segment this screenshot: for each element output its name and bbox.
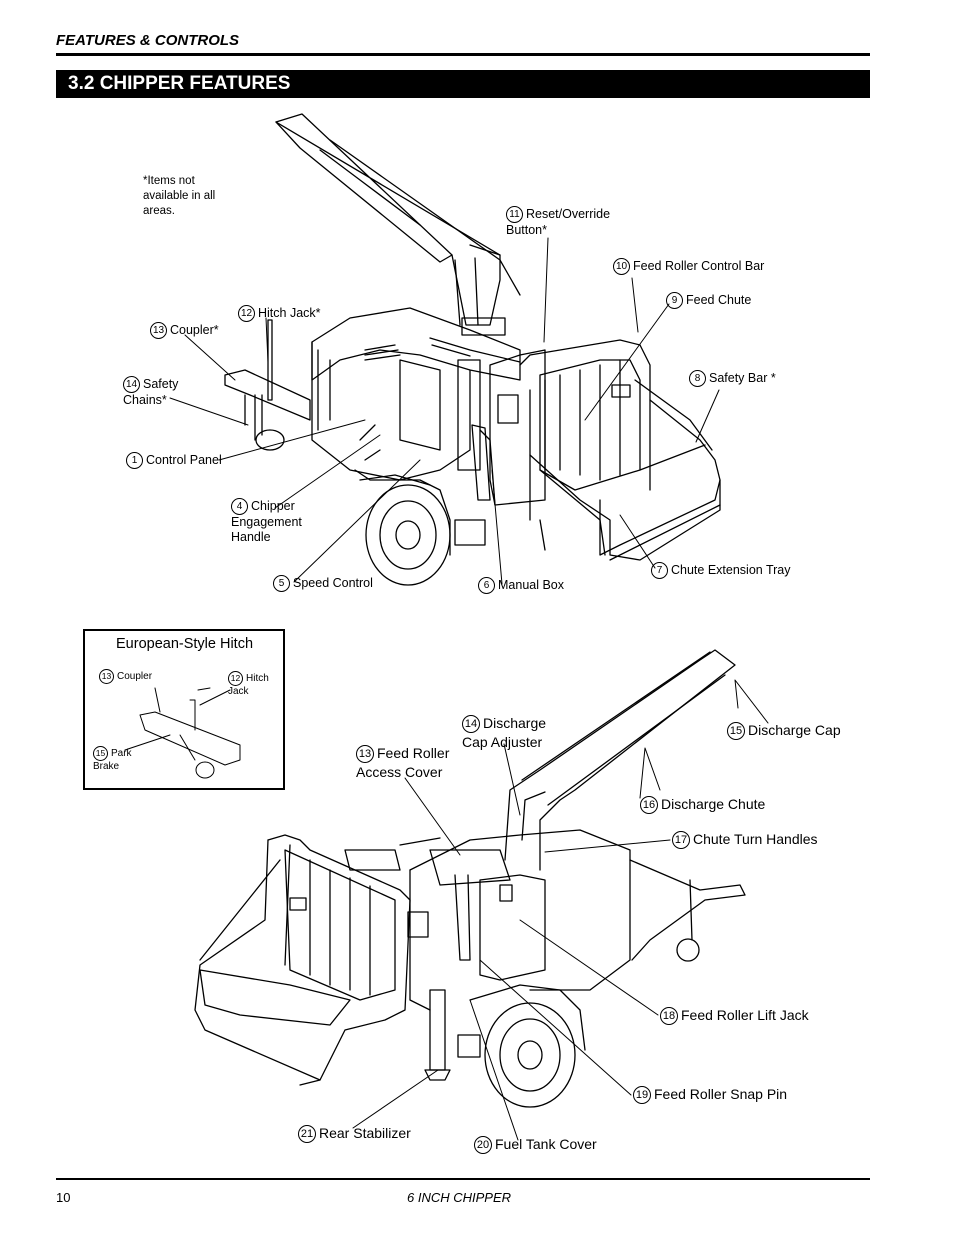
top-leader-lines <box>169 237 720 585</box>
top-chipper-drawing <box>224 113 721 586</box>
footer-rule <box>56 1178 870 1180</box>
bottom-chipper-drawing <box>194 649 746 1108</box>
availability-note: *Items not available in all areas. <box>143 175 216 217</box>
page-number: 10 <box>56 1190 71 1205</box>
inset-hitch-drawing <box>124 687 241 779</box>
bottom-leader-lines <box>352 679 769 1141</box>
section-title: 3.2 CHIPPER FEATURES <box>56 70 870 98</box>
header-rule <box>56 53 870 56</box>
inset-title: European-Style Hitch <box>116 636 254 652</box>
section-header: FEATURES & CONTROLS <box>56 32 240 49</box>
footer-title: 6 INCH CHIPPER <box>407 1190 512 1205</box>
european-hitch-inset <box>83 629 285 790</box>
